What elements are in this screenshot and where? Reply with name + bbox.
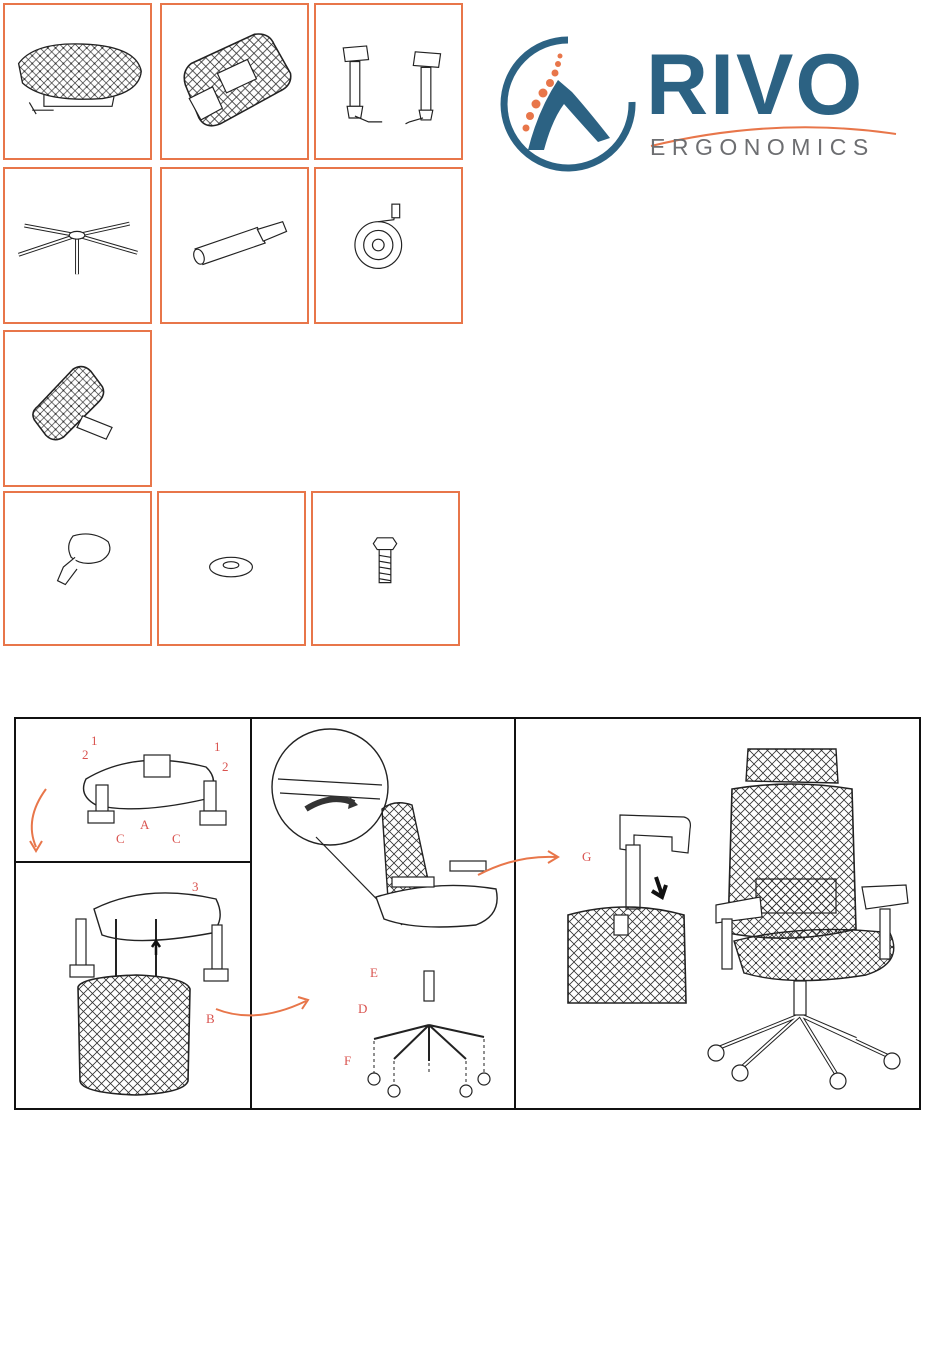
armrest-pair-icon <box>316 5 461 158</box>
part-knob <box>3 491 152 646</box>
step1-label-2b: 2 <box>222 759 229 774</box>
step3-label-e: E <box>370 965 378 980</box>
step-1-seat-armrests: 1 2 1 2 A C C <box>30 733 229 851</box>
step1-label-c2: C <box>172 831 181 846</box>
part-caster <box>314 167 463 324</box>
five-star-base-icon <box>5 169 150 322</box>
bolt-icon <box>313 493 458 644</box>
part-base <box>3 167 152 324</box>
step1-label-c1: C <box>116 831 125 846</box>
part-seat <box>3 3 152 160</box>
spine-figure-icon <box>498 20 648 180</box>
part-gas-cylinder <box>160 167 309 324</box>
step1-label-1b: 1 <box>214 739 221 754</box>
step-2-backrest: 3 B <box>70 879 308 1095</box>
seat-part-icon <box>5 5 150 158</box>
backrest-part-icon <box>162 5 307 158</box>
step1-label-a: A <box>140 817 150 832</box>
step3-label-d: D <box>358 1001 367 1016</box>
brand-logo: RIVO ERGONOMICS <box>498 20 898 180</box>
part-headrest <box>3 330 152 487</box>
brand-tagline: ERGONOMICS <box>650 136 875 159</box>
knob-screw-icon <box>5 493 150 644</box>
step-4-headrest: G <box>568 749 908 1089</box>
brand-name: RIVO <box>646 42 864 128</box>
step4-label-g: G <box>582 849 591 864</box>
part-armrests <box>314 3 463 160</box>
step3-label-f: F <box>344 1053 351 1068</box>
assembly-steps-panel: 1 2 1 2 A C C 3 B <box>14 717 921 1110</box>
washer-icon <box>159 493 304 644</box>
gas-cylinder-icon <box>162 169 307 322</box>
step2-label-3: 3 <box>192 879 199 894</box>
step2-label-b: B <box>206 1011 215 1026</box>
part-backrest <box>160 3 309 160</box>
part-washer <box>157 491 306 646</box>
step1-label-1a: 1 <box>91 733 98 748</box>
step1-label-2a: 2 <box>82 747 89 762</box>
part-bolt <box>311 491 460 646</box>
headrest-part-icon <box>5 332 150 485</box>
caster-wheel-icon <box>316 169 461 322</box>
